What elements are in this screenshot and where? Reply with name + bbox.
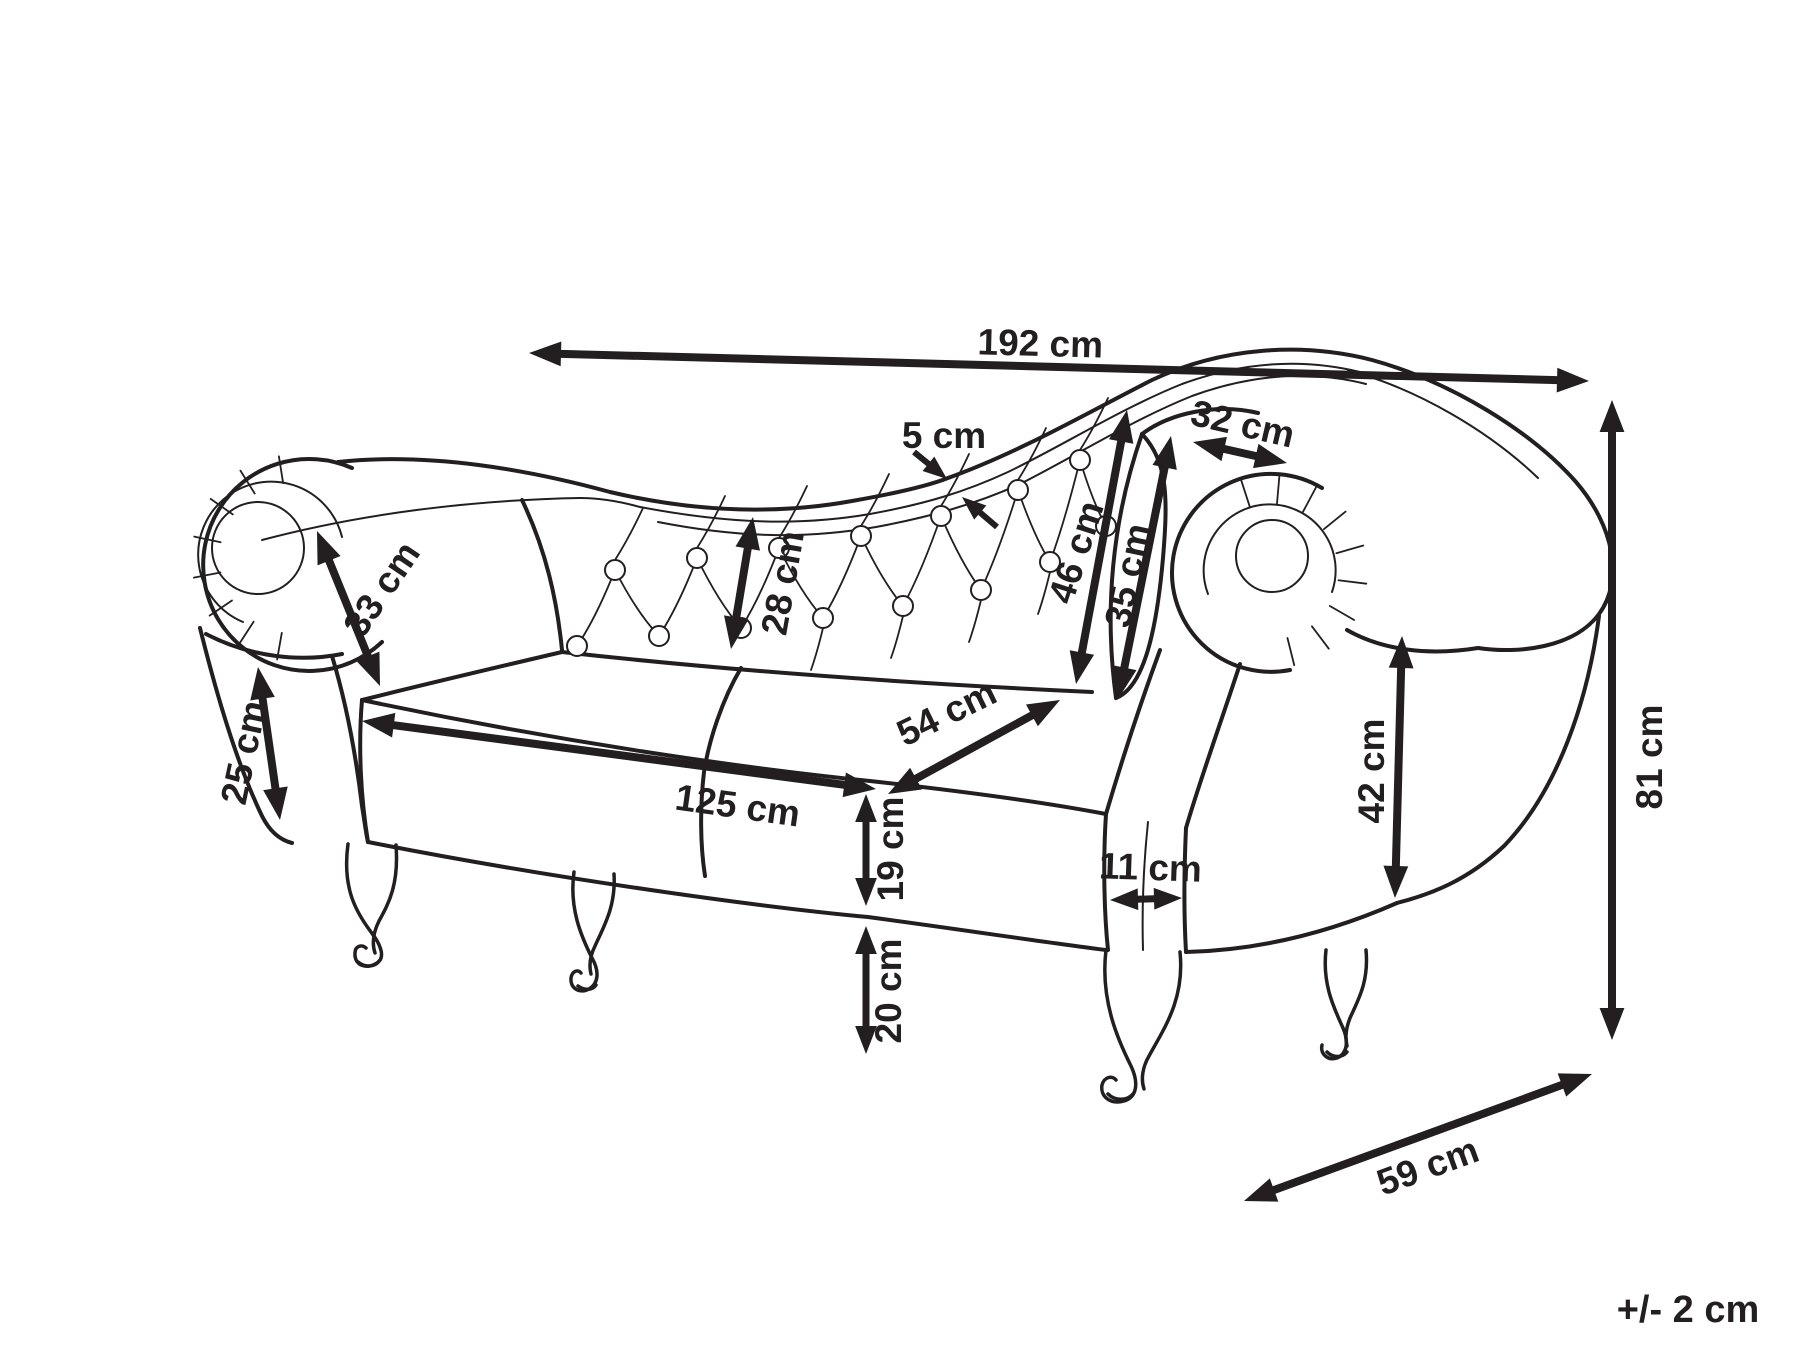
scroll-pleats	[192, 455, 1368, 667]
dim-label-floor-clearance: 20 cm	[868, 939, 909, 1044]
base-bottom-right-edge	[1184, 901, 1399, 954]
front-mid-leg-foot	[576, 983, 598, 991]
seat-cushion-seam	[699, 666, 743, 878]
seat-back-seam	[560, 650, 1094, 694]
left-arm-front-outer	[198, 626, 294, 845]
rear-right-leg-back	[1344, 948, 1369, 1048]
right-arm-front-right-seam	[1184, 662, 1242, 830]
seat-front-edge	[360, 698, 1108, 816]
front-right-leg-foot	[1106, 1092, 1135, 1101]
right-arm-stile-left	[1102, 812, 1110, 952]
right-arm-scroll-outer	[1170, 471, 1324, 674]
right-arm-stile-right	[1182, 826, 1188, 954]
left-scroll-mid-arc	[197, 480, 343, 623]
dim-label-seat-rail-height: 19 cm	[870, 797, 911, 902]
dim-label-arm-to-floor: 42 cm	[1351, 719, 1392, 824]
right-arm-front-left-seam	[1104, 648, 1162, 816]
dim-label-overall-height: 81 cm	[1629, 705, 1670, 810]
rear-right-leg-foot	[1325, 1050, 1349, 1059]
left-arm-under-scroll-seam	[204, 632, 344, 660]
right-scroll-mid-arc	[1202, 503, 1337, 595]
dim-label-overall-length: 192 cm	[977, 321, 1104, 365]
dimension-arrows	[250, 341, 1625, 1202]
right-arm-stile-mid-line	[1141, 821, 1149, 951]
pillow-left-edge	[1108, 432, 1144, 700]
dim-label-arm-front-width: 11 cm	[1098, 845, 1202, 890]
seat-left-edge	[360, 650, 564, 702]
left-arm-front-inner	[330, 654, 370, 844]
front-left-leg-foot	[356, 959, 381, 968]
right-arm-roll-underside	[1345, 628, 1480, 654]
right-side-outline	[1395, 614, 1601, 905]
front-right-leg-back	[1140, 950, 1183, 1091]
left-scroll-hole	[211, 501, 305, 595]
left-rail-inner-edge	[261, 497, 641, 541]
pillow-top-fold	[1140, 407, 1260, 436]
left-arm-inner-slope	[520, 498, 564, 652]
legs	[344, 842, 1369, 1104]
front-mid-leg-back	[588, 872, 616, 976]
dim-label-back-trim: 5 cm	[902, 415, 986, 456]
front-left-leg-back	[371, 843, 399, 955]
base-bottom-edge	[366, 840, 1108, 952]
tolerance-note: +/- 2 cm	[1617, 1289, 1760, 1331]
right-scroll-hole	[1235, 519, 1309, 593]
